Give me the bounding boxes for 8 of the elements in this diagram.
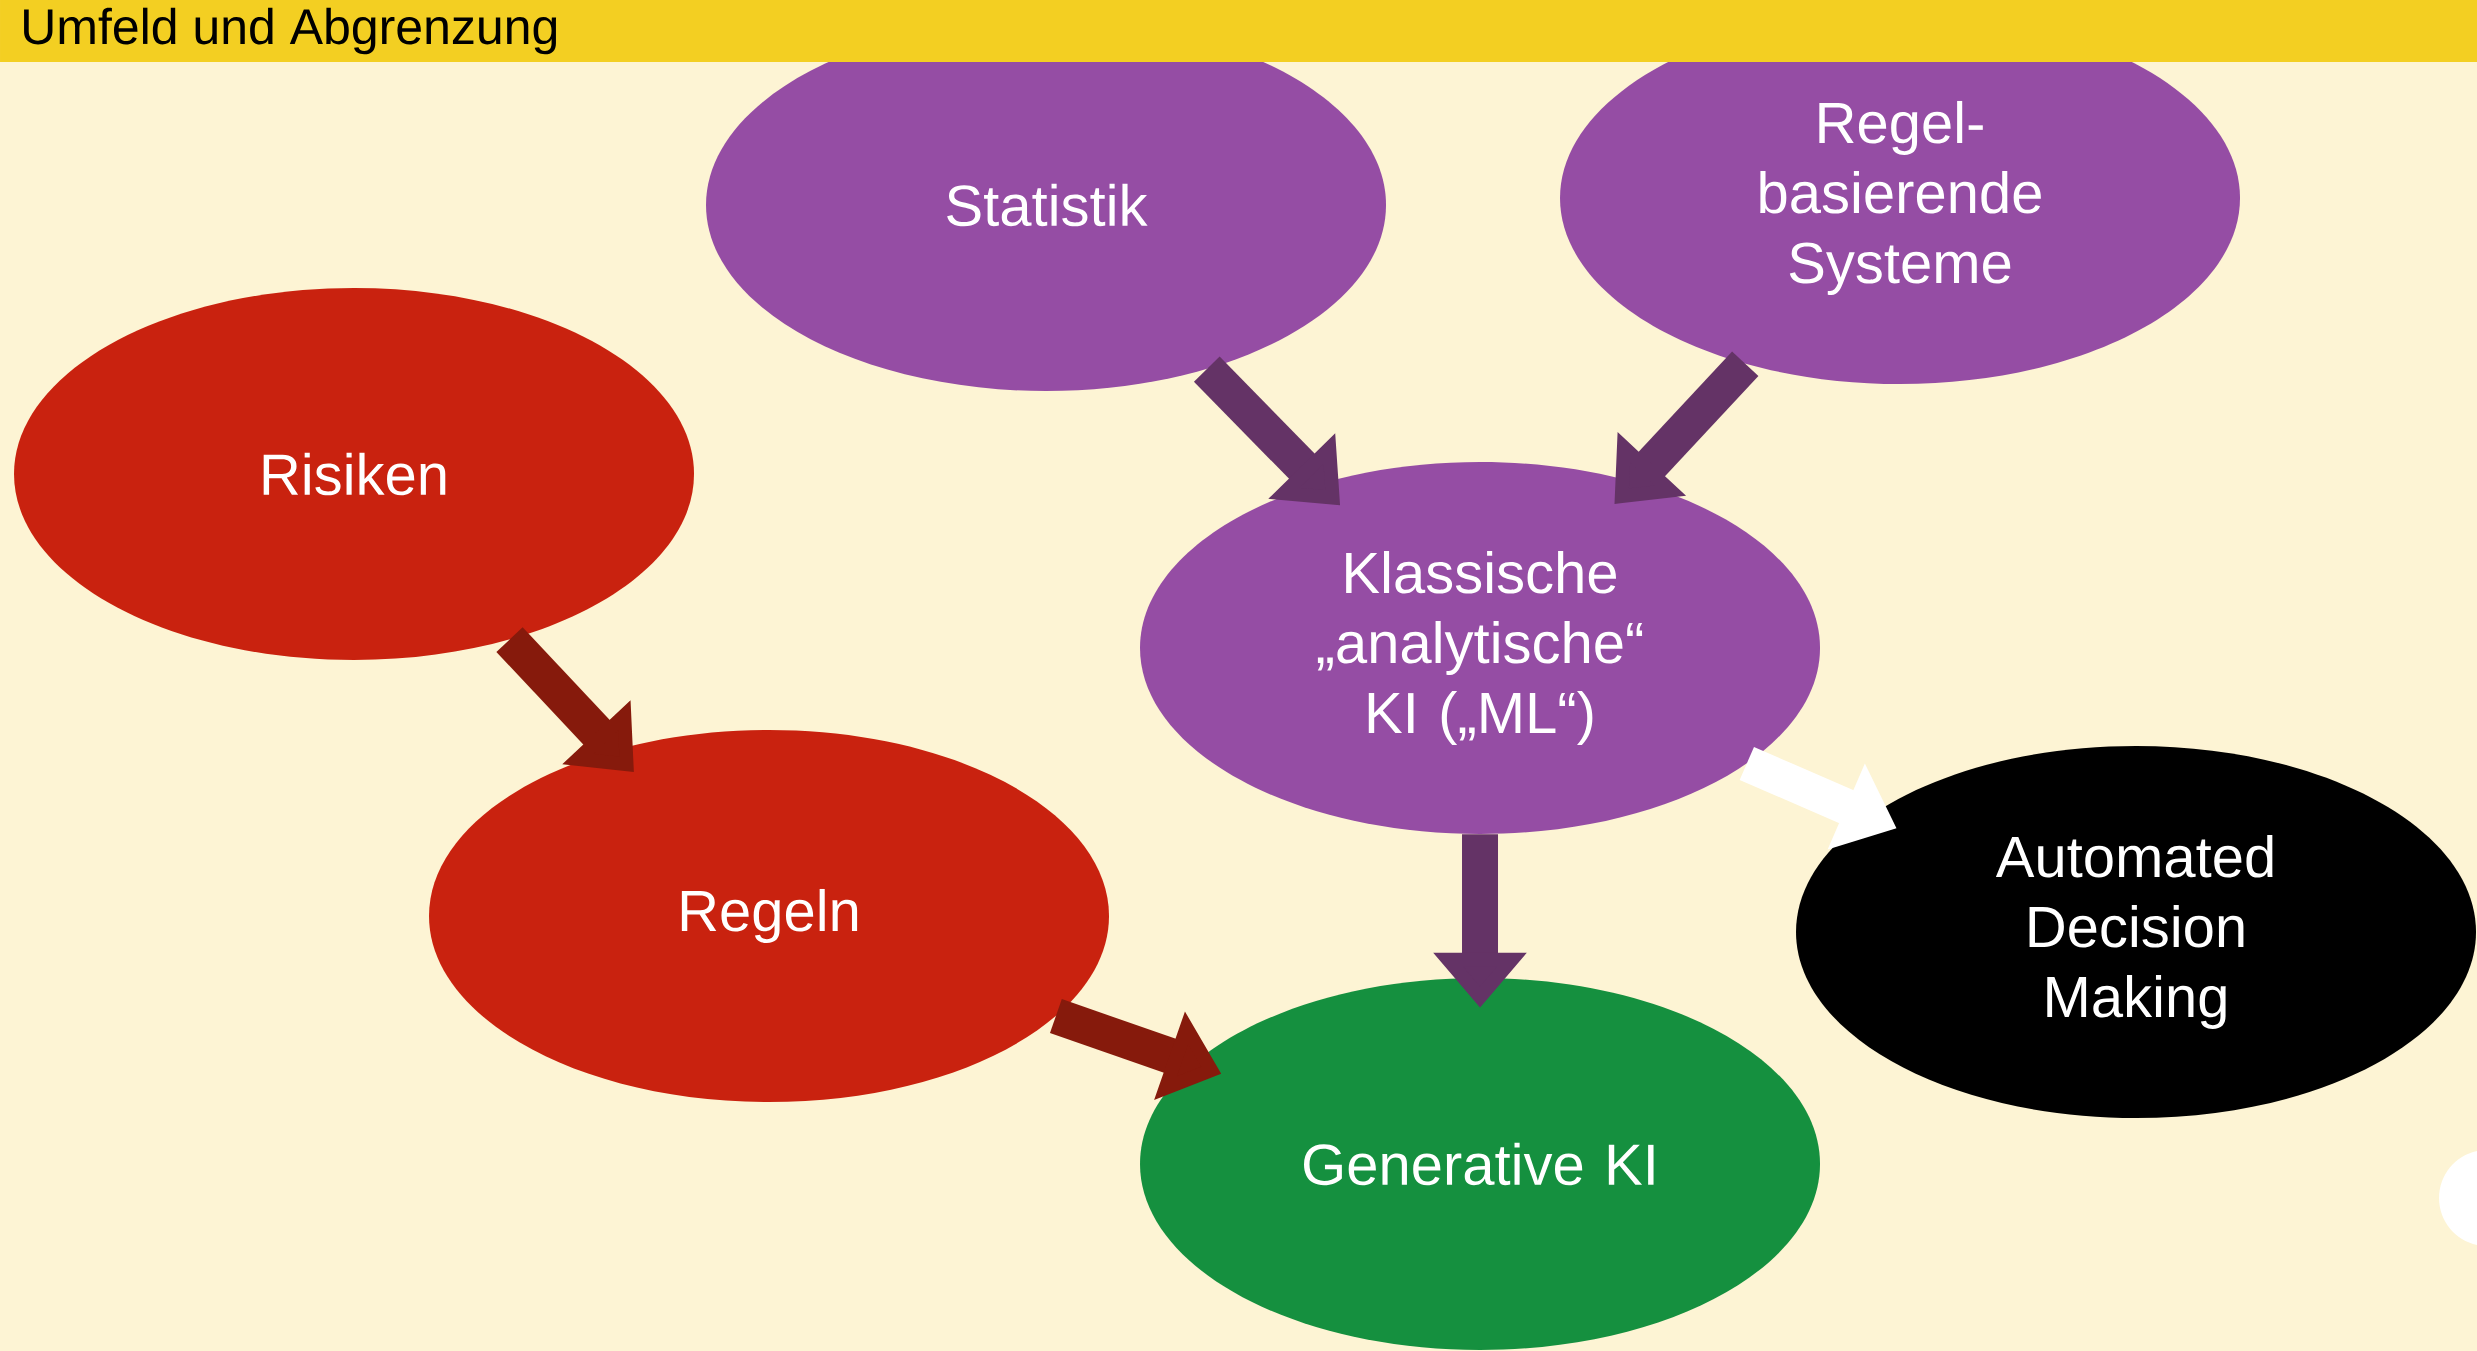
- ellipse-node: Statistik: [706, 19, 1386, 391]
- title: Umfeld und Abgrenzung: [24, 7, 557, 55]
- block-arrow: [1614, 351, 1759, 504]
- ellipse-node: Regeln: [429, 730, 1109, 1102]
- ellipse-node: Automated Decision Making: [1796, 746, 2476, 1118]
- ellipse-node: Generative KI: [1140, 978, 1820, 1350]
- ellipse-node: Klassische „analytische“ KI („ML“): [1140, 462, 1820, 834]
- ellipse-node: Risiken: [14, 288, 694, 660]
